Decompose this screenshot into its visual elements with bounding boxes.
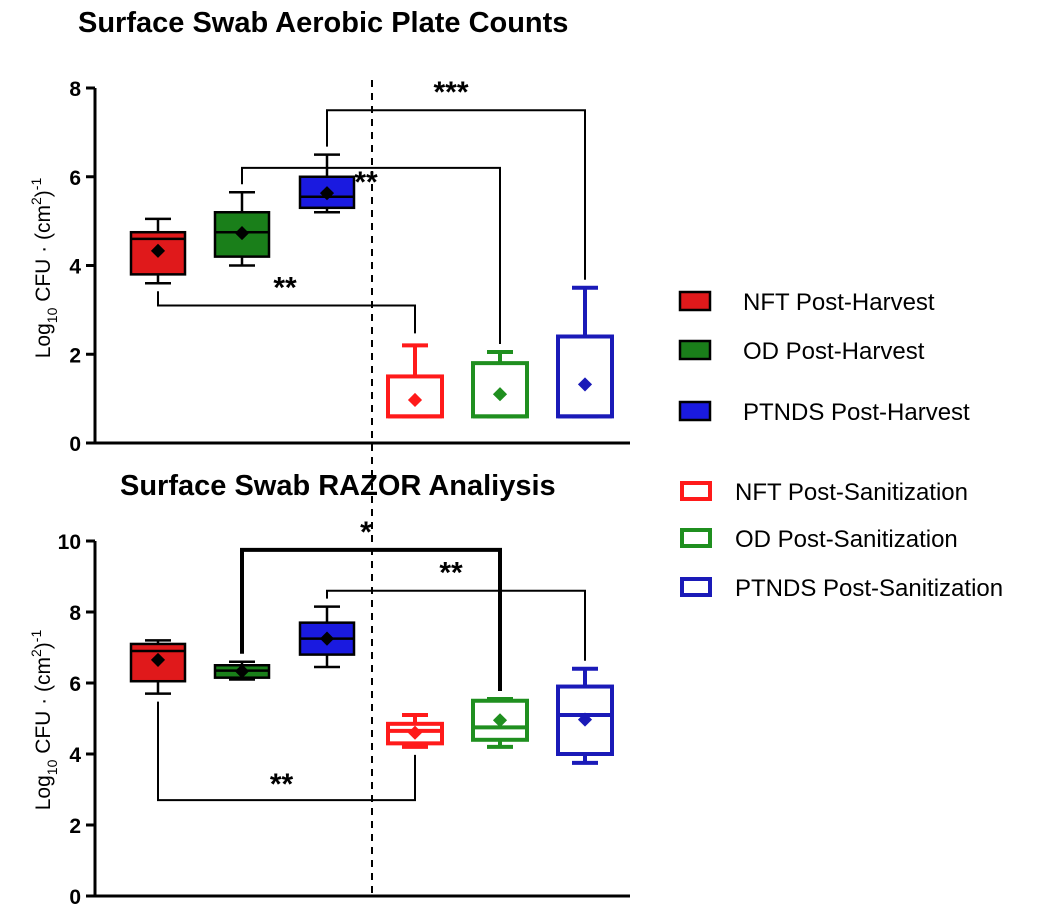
y-tick-label: 6	[69, 167, 81, 190]
significance-bracket: ***	[326, 76, 586, 280]
significance-bracket: **	[326, 557, 586, 661]
box-ptnds-post-harvest	[298, 153, 356, 214]
y-tick-label: 0	[69, 886, 81, 909]
significance-bracket: **	[157, 701, 416, 802]
y-axis-label-top: Log10 CFU · (cm2)-1	[28, 178, 60, 359]
box-ptnds-post-sanitization	[556, 666, 614, 765]
box-od-post-sanitization	[471, 696, 529, 749]
legend-label: OD Post-Harvest	[743, 338, 925, 365]
y-tick-label: 6	[69, 673, 81, 696]
legend-label: OD Post-Sanitization	[735, 526, 958, 553]
legend-label: PTNDS Post-Harvest	[743, 399, 970, 426]
legend-swatch	[680, 481, 712, 501]
significance-label: **	[273, 271, 297, 304]
y-tick-label: 4	[69, 256, 81, 279]
mean-marker	[234, 226, 250, 241]
y-tick-label: 2	[69, 815, 81, 838]
mean-marker	[150, 652, 166, 667]
legend-swatch	[678, 339, 712, 361]
mean-marker	[319, 186, 335, 201]
significance-label: **	[439, 557, 463, 590]
mean-marker	[407, 725, 423, 740]
legend-item-od-post-sanitization: OD Post-Sanitization	[680, 526, 958, 553]
box-od-post-harvest	[213, 191, 271, 267]
box-od-post-sanitization	[471, 350, 529, 419]
y-tick-label: 8	[69, 78, 81, 101]
box-nft-post-sanitization	[386, 712, 444, 749]
legend-label: NFT Post-Sanitization	[735, 479, 968, 506]
significance-label: *	[360, 516, 372, 549]
box-nft-post-harvest	[129, 217, 187, 285]
significance-label: ***	[433, 76, 468, 109]
box-od-post-harvest	[213, 660, 271, 681]
legend-label: PTNDS Post-Sanitization	[735, 575, 1003, 602]
significance-bracket: **	[157, 271, 416, 334]
mean-marker	[577, 377, 593, 392]
mean-marker	[577, 712, 593, 727]
mean-marker	[234, 664, 250, 679]
mean-marker	[492, 387, 508, 402]
significance-label: **	[354, 166, 378, 199]
legend-item-nft-post-sanitization: NFT Post-Sanitization	[680, 479, 968, 506]
legend-swatch	[678, 400, 712, 422]
box-nft-post-sanitization	[386, 343, 444, 419]
y-tick-label: 2	[69, 344, 81, 367]
legend-swatch	[680, 528, 712, 548]
legend-item-ptnds-post-harvest: PTNDS Post-Harvest	[678, 399, 970, 426]
box-nft-post-harvest	[129, 639, 187, 695]
legend-swatch	[680, 577, 712, 597]
box-ptnds-post-harvest	[298, 605, 356, 669]
chart-title-bottom: Surface Swab RAZOR Analiysis	[120, 470, 556, 502]
legend-swatch	[678, 290, 712, 312]
box-ptnds-post-sanitization	[556, 285, 614, 419]
legend-label: NFT Post-Harvest	[743, 289, 935, 316]
y-tick-label: 8	[69, 602, 81, 625]
legend-item-ptnds-post-sanitization: PTNDS Post-Sanitization	[680, 575, 1003, 602]
y-tick-label: 10	[58, 531, 81, 554]
mean-marker	[492, 713, 508, 728]
legend-item-nft-post-harvest: NFT Post-Harvest	[678, 289, 935, 316]
y-tick-label: 4	[69, 744, 81, 767]
mean-marker	[150, 243, 166, 258]
mean-marker	[319, 631, 335, 646]
y-tick-label: 0	[69, 433, 81, 456]
y-axis-label-bottom: Log10 CFU · (cm2)-1	[28, 630, 60, 811]
legend-item-od-post-harvest: OD Post-Harvest	[678, 338, 925, 365]
mean-marker	[407, 392, 423, 408]
chart-title-top: Surface Swab Aerobic Plate Counts	[78, 7, 568, 39]
significance-label: **	[270, 768, 294, 801]
